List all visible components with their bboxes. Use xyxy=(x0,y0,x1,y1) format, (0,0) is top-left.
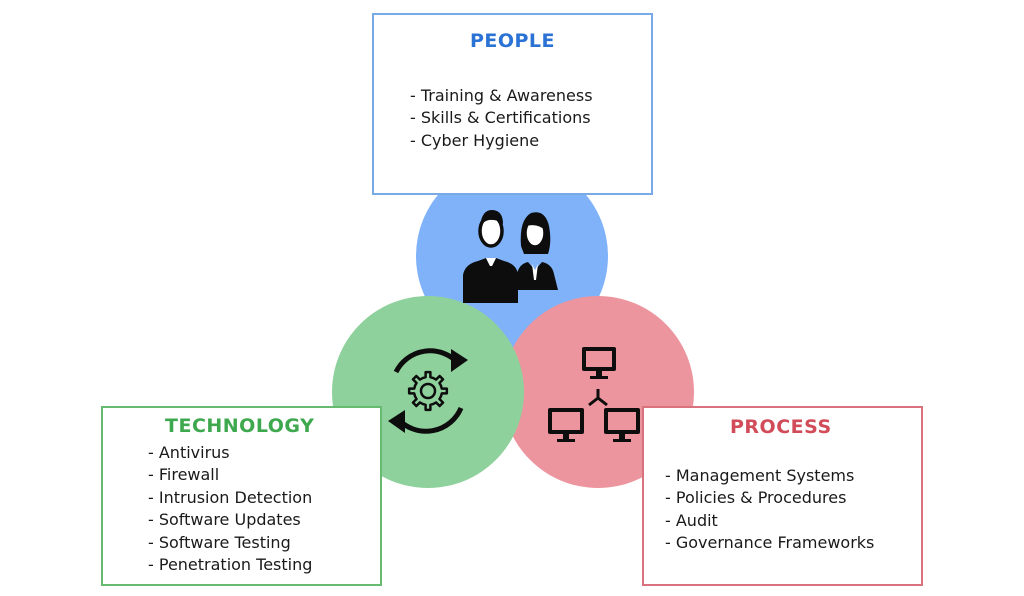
list-item: - Skills & Certifications xyxy=(410,108,591,128)
list-item: - Policies & Procedures xyxy=(665,488,847,508)
network-computers-icon xyxy=(548,347,640,442)
list-item: - Software Updates xyxy=(148,510,301,530)
people-title: PEOPLE xyxy=(469,30,556,52)
list-item: - Software Testing xyxy=(148,532,291,552)
list-item: - Management Systems xyxy=(665,466,855,485)
technology-box: TECHNOLOGY - Antivirus - Firewall - Intr… xyxy=(101,406,382,586)
technology-title: TECHNOLOGY xyxy=(165,415,315,437)
list-item: - Penetration Testing xyxy=(148,555,313,575)
process-box: PROCESS - Management Systems - Policies … xyxy=(642,406,923,586)
list-item: - Audit xyxy=(665,510,718,530)
list-item: - Governance Frameworks xyxy=(665,533,875,553)
process-title: PROCESS xyxy=(730,416,832,438)
people-list: - Training & Awareness - Skills & Certif… xyxy=(410,85,593,152)
people-box: PEOPLE - Training & Awareness - Skills &… xyxy=(372,13,653,195)
list-item: - Firewall xyxy=(148,465,220,485)
technology-list: - Antivirus - Firewall - Intrusion Detec… xyxy=(148,442,312,576)
list-item: - Cyber Hygiene xyxy=(410,130,540,150)
gear-cycle-icon xyxy=(388,348,468,434)
list-item: - Antivirus xyxy=(148,443,230,462)
businesspeople-icon xyxy=(463,209,558,303)
list-item: - Intrusion Detection xyxy=(148,487,313,507)
list-item: - Training & Awareness xyxy=(410,86,593,105)
process-list: - Management Systems - Policies & Proced… xyxy=(665,465,874,555)
